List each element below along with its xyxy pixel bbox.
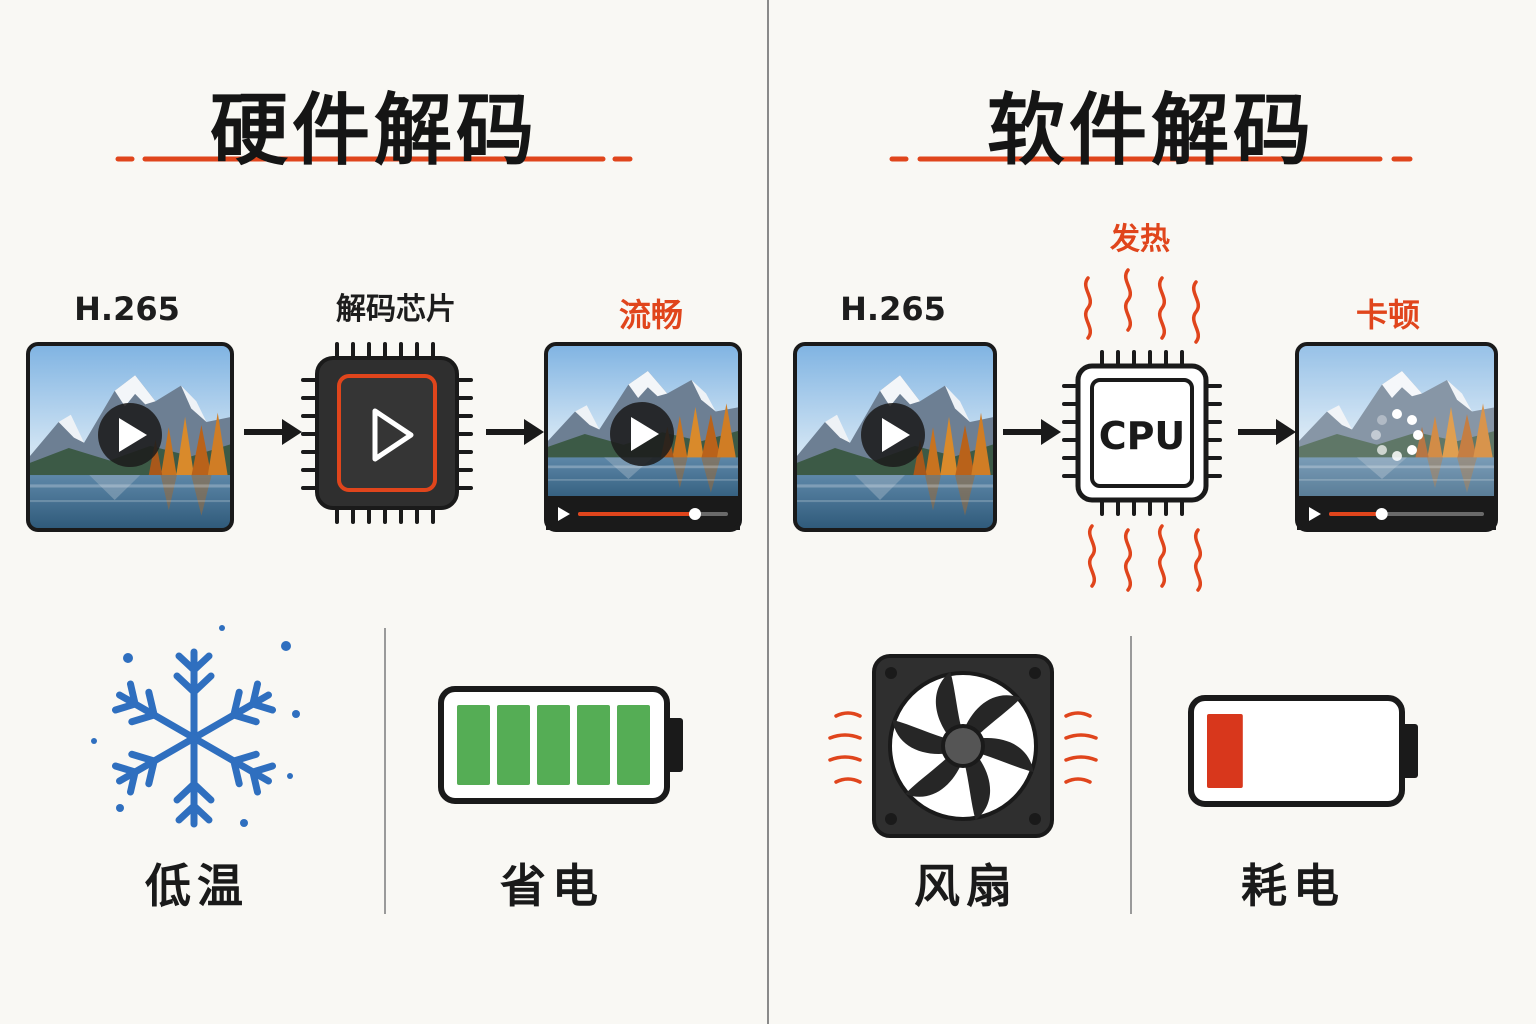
mini-play-icon [558,507,570,521]
decoder-chip-icon [301,342,473,524]
battery-cell [497,705,530,785]
fan-icon [828,654,1098,838]
arrow-right-icon [244,419,302,445]
heat-waves-top-icon [1083,268,1201,344]
feature-label-low-temp: 低温 [145,859,249,913]
play-icon [610,402,674,466]
cpu-chip-icon: CPU [1062,350,1222,516]
cpu-label: CPU [1099,414,1186,458]
hardware-title: 硬件解码 [209,86,539,176]
chip-label: 解码芯片 [336,292,456,327]
software-input-video-thumbnail [793,342,997,532]
hardware-input-label: H.265 [74,290,180,328]
feature-label-fan: 风扇 [914,859,1018,913]
arrow-right-icon [486,419,544,445]
battery-full-icon [438,686,683,804]
arrow-right-icon [1003,419,1061,445]
battery-cell [617,705,650,785]
arrow-right-icon [1238,419,1296,445]
loading-spinner-icon [1371,409,1423,461]
heat-waves-bottom-icon [1087,524,1203,592]
feature-label-power-drain: 耗电 [1241,859,1345,913]
software-result-label: 卡顿 [1355,296,1421,334]
hardware-input-video-thumbnail [26,342,234,532]
progress-bar-fill [1329,512,1382,516]
battery-cell [537,705,570,785]
play-icon [861,403,925,467]
battery-low-icon [1188,695,1418,807]
progress-knob [1375,508,1388,520]
heat-label: 发热 [1110,222,1170,257]
mini-play-icon [1309,507,1321,521]
software-title: 软件解码 [986,86,1316,176]
progress-knob [689,508,701,520]
battery-cell [457,705,490,785]
progress-bar-fill [578,512,695,516]
hardware-output-video-player [544,342,742,532]
feature-label-power-saving: 省电 [500,859,604,913]
software-input-label: H.265 [840,290,946,328]
software-output-video-player [1295,342,1498,532]
play-icon [98,403,162,467]
snowflake-icon [91,625,300,827]
hardware-result-label: 流畅 [618,296,684,334]
battery-cell [577,705,610,785]
